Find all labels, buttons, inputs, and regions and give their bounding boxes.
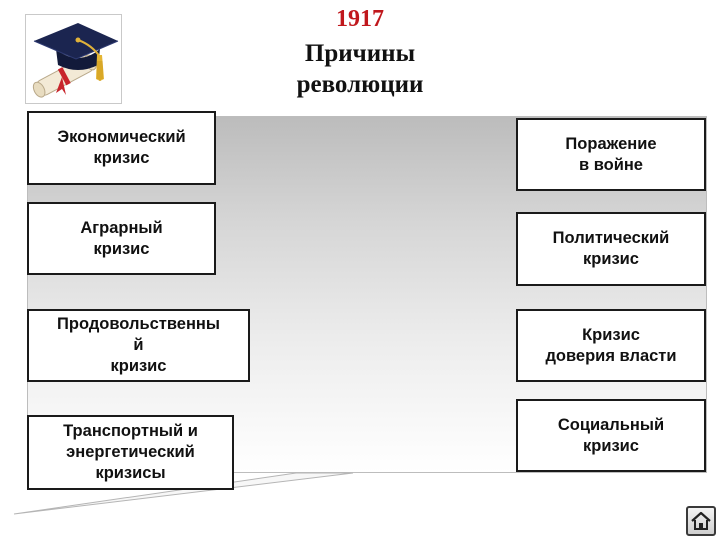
cause-social-crisis: Социальный кризис: [516, 399, 706, 472]
graduation-cap-icon: [25, 14, 122, 104]
cause-transport-energy-crisis: Транспортный и энергетический кризисы: [27, 415, 234, 490]
cause-economic-crisis: Экономический кризис: [27, 111, 216, 185]
cause-agrarian-crisis: Аграрный кризис: [27, 202, 216, 275]
cause-food-crisis: Продовольственны й кризис: [27, 309, 250, 382]
cause-political-crisis: Политический кризис: [516, 212, 706, 286]
page-title: Причины революции: [296, 40, 424, 98]
home-icon: [691, 511, 711, 530]
cause-trust-crisis: Кризис доверия власти: [516, 309, 706, 382]
cause-war-defeat: Поражение в войне: [516, 118, 706, 191]
home-button[interactable]: [686, 506, 716, 536]
title-year: 1917: [336, 6, 384, 32]
